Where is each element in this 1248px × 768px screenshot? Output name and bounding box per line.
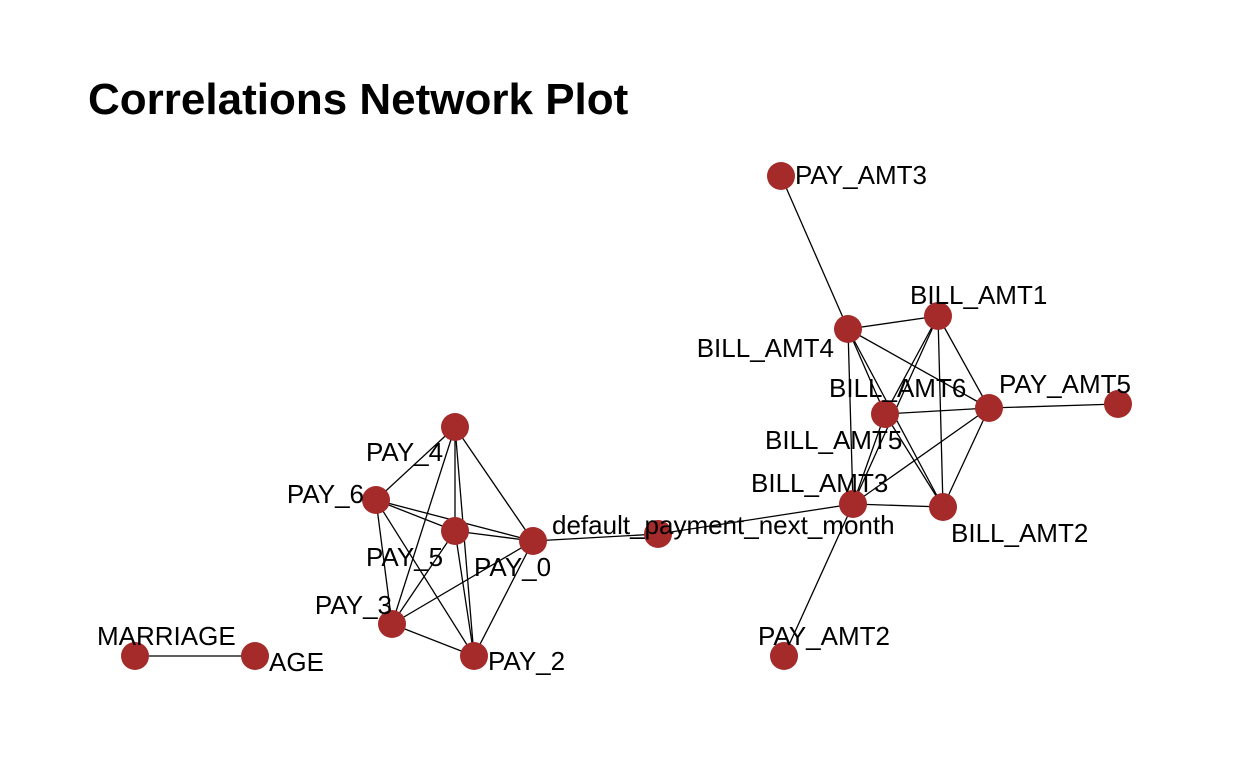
edge-pay_6-pay_3 [375,499,393,625]
edge-pay_5-pay_2 [454,530,475,657]
node-marriage [121,642,149,670]
node-bill-amt1 [924,302,952,330]
node-pay-2 [460,642,488,670]
edge-pay_3-pay_2 [391,623,475,657]
edge-bill_amt3-pay_amt2 [783,503,854,657]
node-pay-6 [362,486,390,514]
edge-pay_amt3-bill_amt4 [780,175,849,330]
node-label-pay-amt2: PAY_AMT2 [758,621,890,651]
edge-pay_5-pay_3 [391,530,456,625]
edge-bill_amt3-bill_amt2 [852,503,944,508]
edge-pay_6-pay_2 [375,499,475,657]
node-label-bill-amt2: BILL_AMT2 [951,518,1088,548]
node-label-pay-4: PAY_4 [366,437,443,467]
node-label-pay-5: PAY_5 [366,542,443,572]
edge-pay_amt5-bill_amt2 [942,407,990,508]
node-bill-amt2 [929,493,957,521]
node-pay-3 [378,610,406,638]
edge-pay_4-pay_6 [375,426,456,501]
node-bill-amt6 [871,400,899,428]
edges-layer [135,175,1119,657]
edge-bill_amt1-bill_amt6 [884,315,939,415]
node-label-bill-amt4: BILL_AMT4 [697,333,834,363]
node-label-marriage: MARRIAGE [97,621,236,651]
edge-pay_amt5-pay_amt5_outer [988,403,1119,409]
node-label-age: AGE [269,647,324,677]
node-label-pay-amt5: PAY_AMT5 [999,369,1131,399]
edge-pay_6-pay_5 [375,499,456,532]
node-label-bill-amt1: BILL_AMT1 [910,280,1047,310]
node-label-bill-amt3: BILL_AMT3 [751,468,888,498]
node-age [241,642,269,670]
node-label-bill-amt6: BILL_AMT6 [829,373,966,403]
node-pay-amt3 [767,162,795,190]
node-label-pay-2: PAY_2 [488,646,565,676]
node-pay-amt2 [770,642,798,670]
edge-pay_amt5-bill_amt3 [852,407,990,505]
node-pay-5 [441,517,469,545]
edge-pay_4-pay_2 [454,426,475,657]
edge-bill_amt1-bill_amt2 [937,315,944,508]
node-bill-amt3 [839,490,867,518]
edge-bill_amt4-pay_amt5 [847,328,990,409]
node-label-pay-0: PAY_0 [474,552,551,582]
edge-bill_amt3-default_payment_next_month [657,503,854,535]
edge-pay_0-pay_2 [473,540,534,657]
edge-bill_amt4-bill_amt3 [847,328,854,505]
edge-pay_0-pay_3 [391,540,534,625]
node-label-default-payment-next-month: default_payment_next_month [552,510,895,540]
node-label-pay-3: PAY_3 [315,590,392,620]
node-pay-4 [441,413,469,441]
node-default-payment-next-month [644,520,672,548]
node-label-bill-amt5: BILL_AMT5 [765,425,902,455]
node-label-pay-amt3: PAY_AMT3 [795,160,927,190]
node-pay-0 [519,527,547,555]
edge-pay_4-pay_0 [454,426,534,542]
node-label-pay-6: PAY_6 [287,479,364,509]
node-pay-amt5 [975,394,1003,422]
edge-bill_amt4-bill_amt1 [847,315,939,330]
edge-bill_amt6-bill_amt3 [852,413,886,505]
node-pay-amt5-outer [1104,390,1132,418]
nodes-layer [121,162,1132,670]
plot-title: Correlations Network Plot [88,75,629,124]
edge-bill_amt1-pay_amt5 [937,315,990,409]
edge-default_payment_next_month-pay_0 [532,533,659,542]
edge-bill_amt4-bill_amt6 [847,328,886,415]
edge-bill_amt6-pay_amt5 [884,407,990,415]
edge-pay_4-pay_3 [391,426,456,625]
node-bill-amt4 [834,315,862,343]
